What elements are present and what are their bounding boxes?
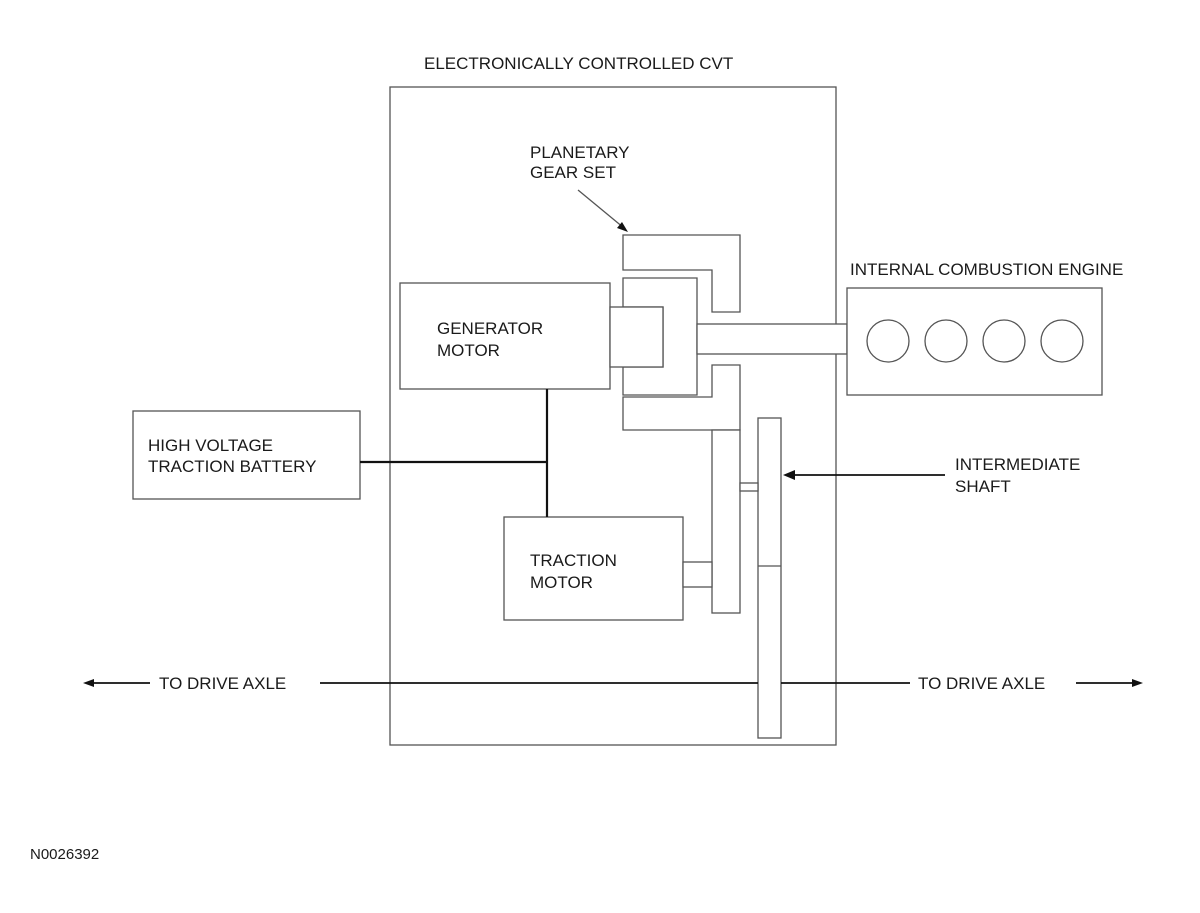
engine-cylinders <box>866 319 1084 363</box>
generator-motor-box <box>399 282 611 390</box>
axle-right-label: TO DRIVE AXLE <box>918 674 1045 693</box>
planetary-label-line1: PLANETARY <box>530 143 630 162</box>
generator-shaft <box>609 306 664 368</box>
intermediate-label-line2: SHAFT <box>955 477 1011 496</box>
axle-left-arrow <box>83 679 94 687</box>
engine-cylinder <box>866 319 910 363</box>
engine-shaft <box>696 323 848 355</box>
axle-left-label: TO DRIVE AXLE <box>159 674 286 693</box>
engine-cylinder <box>924 319 968 363</box>
electrical-wiring <box>360 389 549 517</box>
figure-id: N0026392 <box>30 846 99 863</box>
traction-motor-shaft <box>682 561 713 588</box>
intermediate-label-line1: INTERMEDIATE <box>955 455 1080 474</box>
intermediate-link <box>739 482 759 492</box>
traction-motor-box <box>503 516 684 621</box>
generator-label-line2: MOTOR <box>437 341 500 360</box>
intermediate-arrow-head <box>783 470 795 480</box>
intermediate-shaft-gear <box>757 417 782 739</box>
battery-label-line2: TRACTION BATTERY <box>148 457 316 476</box>
engine-cylinder <box>982 319 1026 363</box>
planetary-leader-arrow <box>617 222 628 232</box>
battery-label-line1: HIGH VOLTAGE <box>148 436 273 455</box>
counter-gear <box>711 429 741 614</box>
cvt-label: ELECTRONICALLY CONTROLLED CVT <box>424 54 733 73</box>
traction-label-line1: TRACTION <box>530 551 617 570</box>
planetary-label-line2: GEAR SET <box>530 163 616 182</box>
planetary-leader-line <box>577 189 625 229</box>
engine-label: INTERNAL COMBUSTION ENGINE <box>850 260 1123 279</box>
engine-cylinder <box>1040 319 1084 363</box>
axle-right-arrow <box>1132 679 1143 687</box>
traction-label-line2: MOTOR <box>530 573 593 592</box>
battery-box <box>132 410 361 500</box>
generator-label-line1: GENERATOR <box>437 319 543 338</box>
